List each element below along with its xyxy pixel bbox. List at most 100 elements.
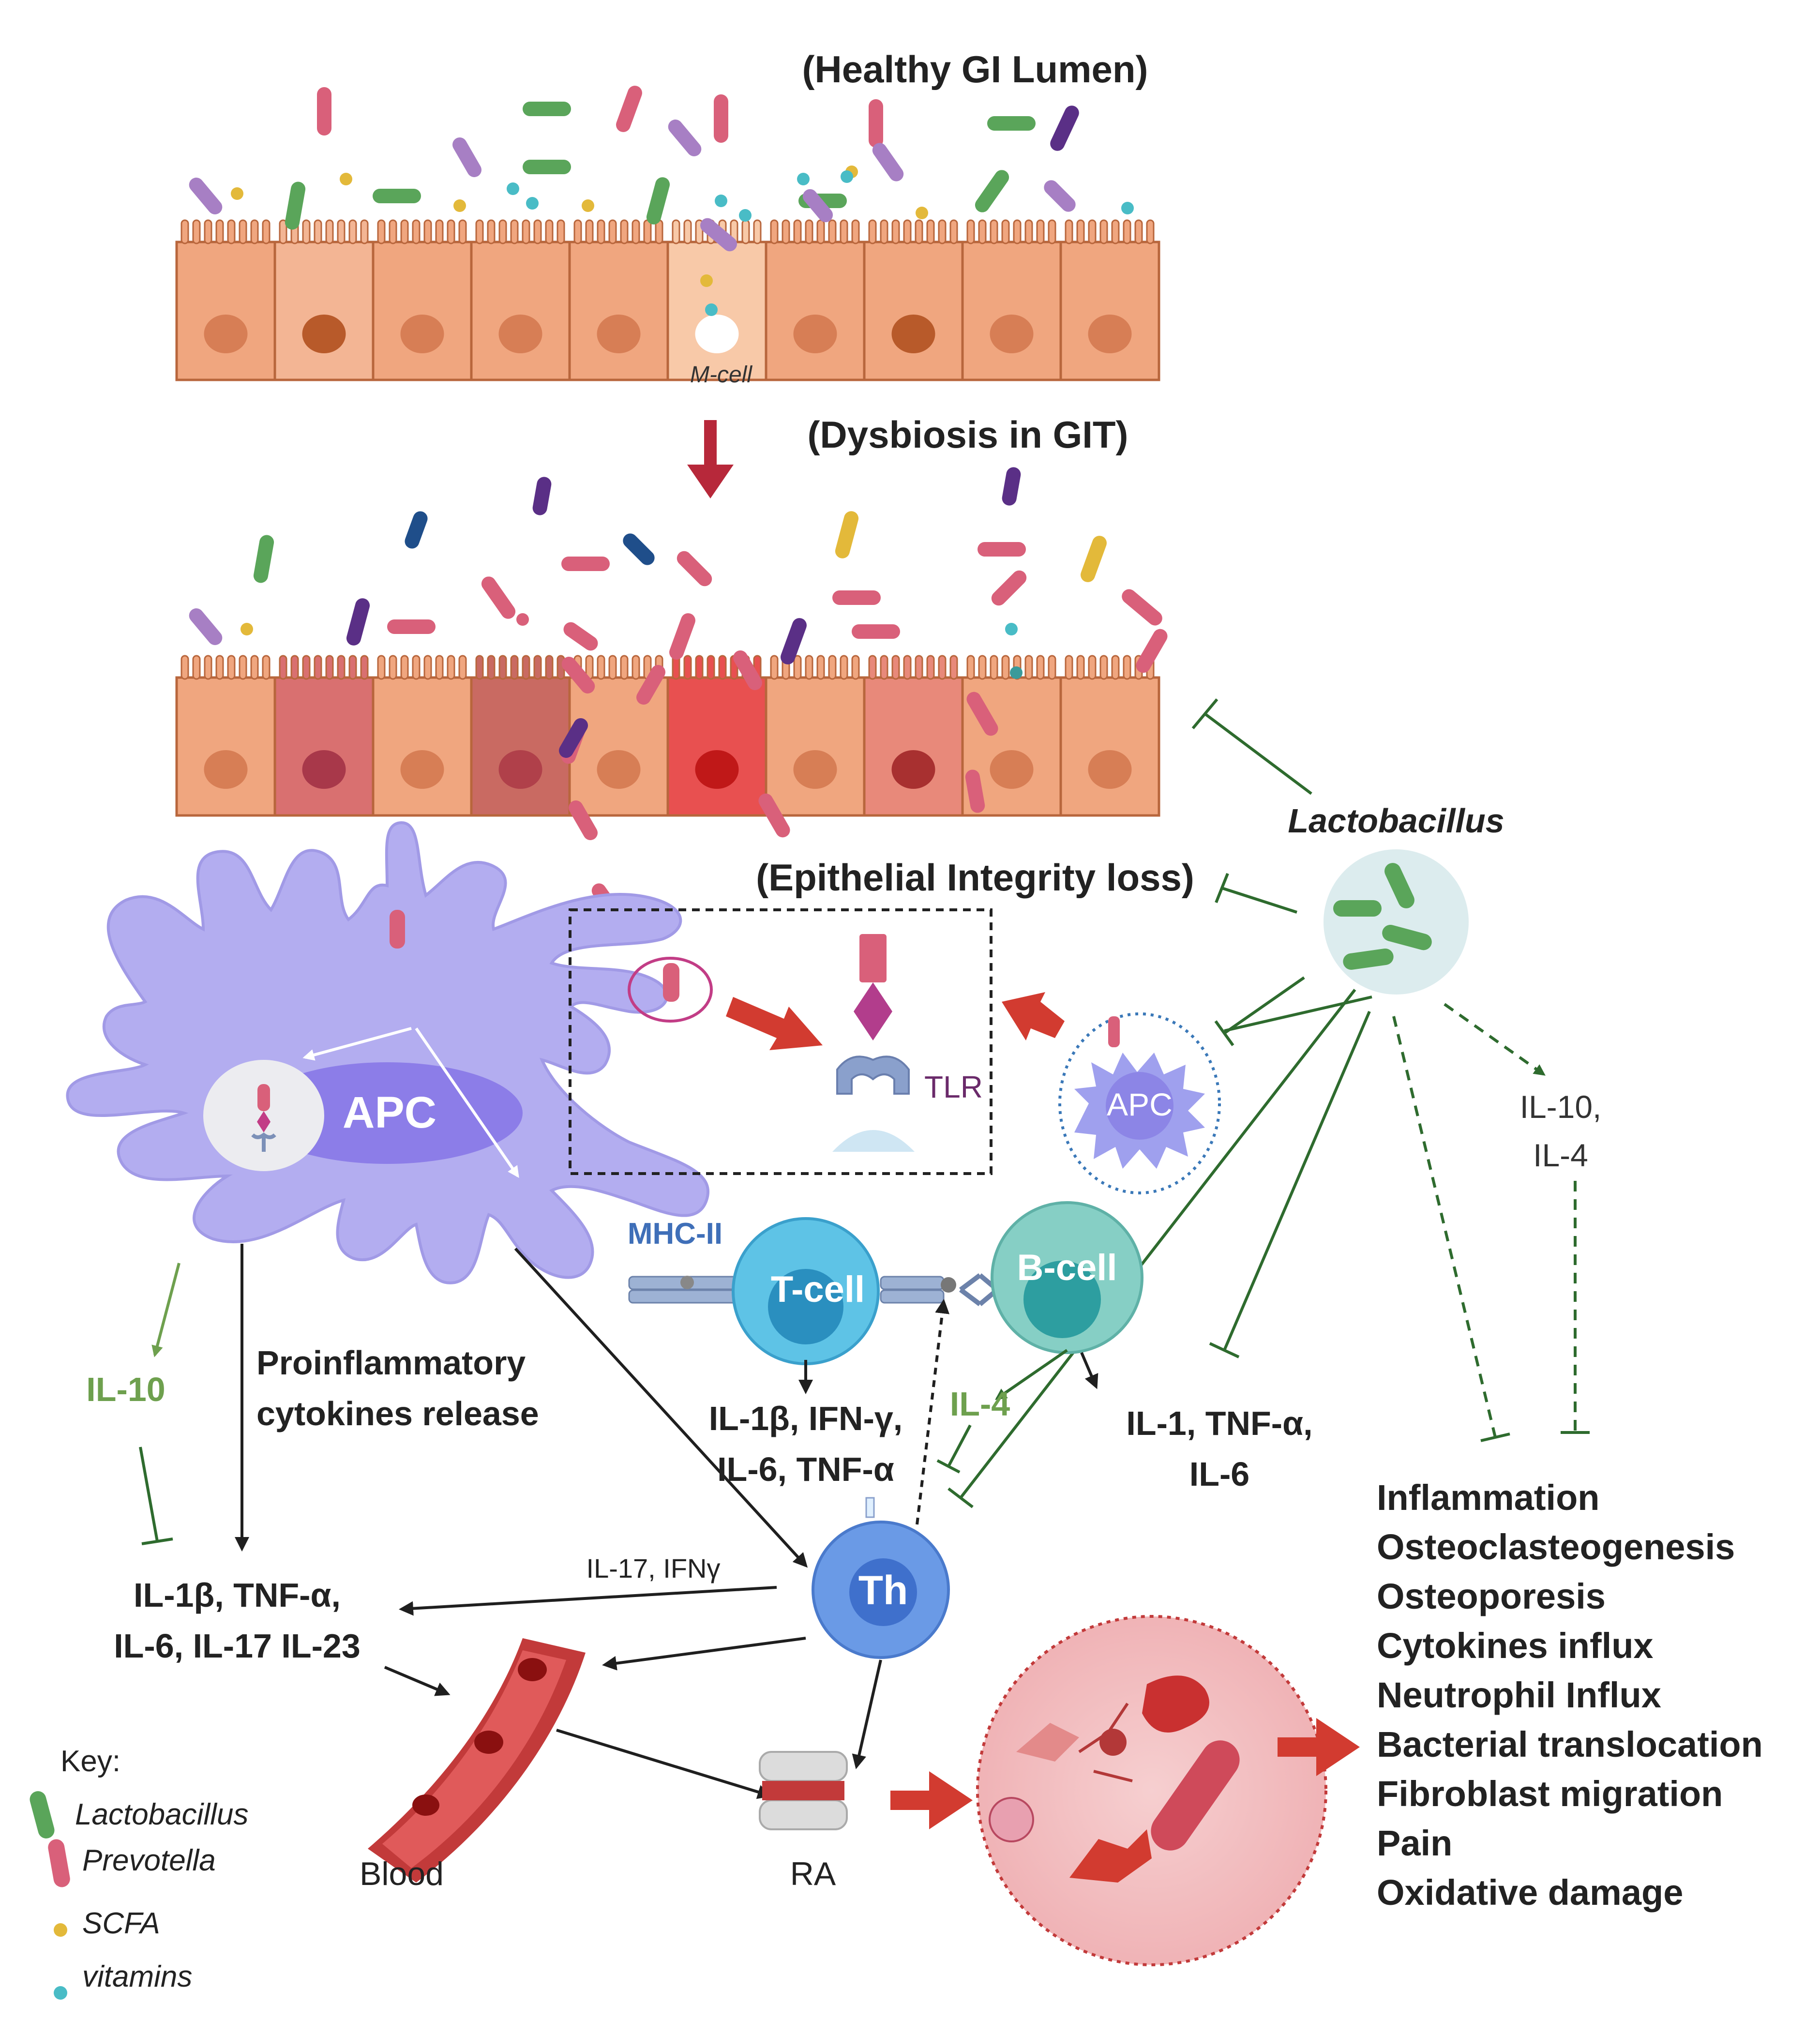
blood-vessel: Blood (360, 1638, 586, 1892)
epithelial-cell (568, 219, 669, 381)
epithelial-cell (863, 219, 964, 381)
dot-icon (526, 197, 539, 210)
rod-bacterium-icon (563, 622, 598, 651)
red-arrow-to-outcomes (1278, 1718, 1360, 1776)
red-arrow-small-apc-to-tlr (1002, 992, 1065, 1040)
rod-bacterium-icon (1050, 106, 1079, 151)
apc-main-cell: APC (66, 821, 713, 1284)
bcell: B-cell (991, 1201, 1143, 1354)
rod-bacterium-icon (317, 87, 331, 136)
dysbiosis-title: (Dysbiosis in GIT) (807, 413, 1128, 456)
rod-bacterium-icon (481, 576, 516, 619)
tlr-box: TLR (569, 908, 993, 1175)
outcome-item: Cytokines influx (1377, 1626, 1654, 1666)
epithelial-cell (1059, 655, 1160, 817)
bcell-label: B-cell (1017, 1247, 1117, 1288)
red-arrow-ra-to-inflammation (890, 1771, 973, 1829)
il10-il4-line1: IL-10, (1520, 1089, 1602, 1125)
epithelial-cell (765, 655, 866, 817)
rod-bacterium-icon (758, 793, 790, 838)
dot-icon (231, 187, 243, 200)
rod-bacterium-icon (346, 598, 370, 646)
tcell-cytokines-line2: IL-6, TNF-α (717, 1450, 894, 1488)
epithelial-cell (961, 219, 1062, 381)
rod-bacterium-icon (975, 170, 1009, 212)
apc-small-cell: APC (1058, 1012, 1221, 1194)
rod-bacterium-icon (869, 99, 883, 148)
rod-bacterium-icon (452, 137, 481, 177)
rod-bacterium-icon (189, 178, 223, 214)
dot-icon (582, 199, 594, 212)
il10-il4-line2: IL-4 (1533, 1137, 1588, 1173)
rod-bacterium-icon (872, 143, 904, 181)
healthy-gi-title: (Healthy GI Lumen) (802, 48, 1148, 90)
rod-bacterium-icon (802, 189, 833, 223)
dot-icon (241, 623, 253, 635)
il17-ifn-label: IL-17, IFNγ (587, 1553, 721, 1583)
rod-bacterium-icon (189, 608, 223, 645)
dot-icon (340, 173, 352, 185)
inflamed-tissue-circle (976, 1615, 1327, 1966)
dot-icon (516, 613, 529, 626)
dysbiosis-arrow (687, 420, 734, 498)
proinflammatory-line1: Proinflammatory (256, 1344, 526, 1382)
rod-bacterium-icon (852, 624, 900, 639)
il4-label: IL-4 (950, 1385, 1010, 1423)
red-arrow-apc-to-tlr (726, 997, 823, 1050)
outcome-item: Bacterial translocation (1377, 1724, 1763, 1764)
rod-bacterium-icon (646, 177, 670, 225)
epithelial-cell (470, 219, 571, 381)
epithelial-cell (372, 655, 473, 817)
outcome-item: Neutrophil Influx (1377, 1675, 1661, 1715)
tlr-label: TLR (924, 1070, 983, 1104)
rod-bacterium-icon (669, 613, 695, 660)
dot-icon (705, 303, 718, 316)
bcell-cytokines-line2: IL-6 (1189, 1455, 1249, 1493)
outcome-item: Pain (1377, 1823, 1452, 1863)
rod-bacterium-icon (523, 160, 571, 174)
rod-bacterium-icon (677, 551, 712, 587)
key-item-label: Lactobacillus (75, 1798, 248, 1831)
dot-icon (507, 182, 519, 195)
rod-bacterium-icon (1136, 629, 1168, 673)
lactobacillus-cluster: Lactobacillus (1288, 802, 1504, 995)
rod-bacterium-icon (387, 619, 436, 634)
rod-bacterium-icon (532, 477, 552, 515)
rod-bacterium-icon (523, 102, 571, 116)
dot-icon (916, 207, 928, 219)
outcome-item: Osteoclasteogenesis (1377, 1527, 1735, 1567)
blood-label: Blood (360, 1855, 444, 1892)
vitamins-key-icon (54, 1986, 67, 2000)
rod-bacterium-icon (700, 218, 737, 252)
blood-cytokines-line1: IL-1β, TNF-α, (134, 1576, 341, 1614)
rod-bacterium-icon (1122, 589, 1162, 626)
key-item-label: vitamins (82, 1960, 192, 1993)
rod-bacterium-icon (285, 181, 306, 230)
receptor-chain (628, 1273, 996, 1306)
dot-icon (715, 195, 727, 207)
tcell: T-cell (732, 1217, 880, 1365)
dysbiotic-epithelium (175, 655, 1160, 817)
epithelial-cell (863, 655, 964, 817)
dot-icon (841, 170, 853, 183)
rod-bacterium-icon (835, 511, 859, 558)
inhibition-lines (948, 698, 1590, 1508)
outcome-item: Osteoporesis (1377, 1576, 1606, 1616)
outcome-item: Oxidative damage (1377, 1872, 1683, 1913)
rod-bacterium-icon (623, 533, 655, 565)
rod-bacterium-icon (1081, 536, 1107, 582)
rod-bacterium-icon (253, 535, 274, 583)
dot-icon (797, 173, 810, 185)
legend-key: Key: Lactobacillus Prevotella SCFA vitam… (30, 1745, 248, 2000)
outcomes-list: Inflammation Osteoclasteogenesis Osteopo… (1377, 1477, 1763, 1913)
epithelial-cell (175, 219, 276, 381)
blood-cytokines-line2: IL-6, IL-17 IL-23 (114, 1627, 361, 1665)
dot-icon (1005, 623, 1018, 635)
rod-bacterium-icon (965, 769, 985, 813)
mhc-ii-label: MHC-II (628, 1217, 722, 1251)
epithelial-loss-title: (Epithelial Integrity loss) (756, 856, 1194, 899)
ra-joint: RA (759, 1751, 848, 1892)
epithelial-cell (1059, 219, 1160, 381)
